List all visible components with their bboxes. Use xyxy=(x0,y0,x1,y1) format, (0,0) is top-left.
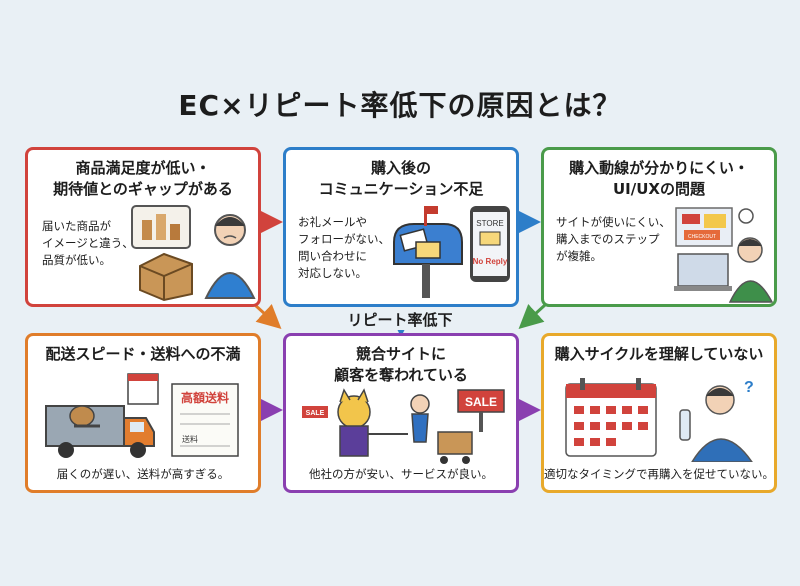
cause-card-purchase-cycle: 購入サイクルを理解していない ? 適切なタイミングで再購入を促せていない。 xyxy=(541,333,777,493)
cause-card-satisfaction: 商品満足度が低い・ 期待値とのギャップがある 届いた商品が イメージと違う、 品… xyxy=(25,147,261,307)
arrow-3-center xyxy=(518,303,547,330)
card-heading: 競合サイトに 顧客を奪われている xyxy=(334,345,468,384)
disappointed-customer-illustration xyxy=(131,205,256,302)
card-body: サイトが使いにくい、 購入までのステップ が複雑。 xyxy=(556,215,671,263)
card-heading: 配送スピード・送料への不満 xyxy=(45,345,241,363)
card-body: 届いた商品が イメージと違う、 品質が低い。 xyxy=(42,219,134,267)
phone-noreply-text: No Reply xyxy=(473,257,508,266)
mailbox-phone-illustration: STORE No Reply xyxy=(393,206,510,298)
card-footer: 他社の方が安い、サービスが良い。 xyxy=(309,467,493,481)
card-footer: 適切なタイミングで再購入を促せていない。 xyxy=(544,467,774,481)
card-footer: 届くのが遅い、送料が高すぎる。 xyxy=(56,467,230,481)
card-heading: 商品満足度が低い・ 期待値とのギャップがある xyxy=(53,159,233,198)
card-heading: 購入動線が分かりにくい・ UI/UXの問題 xyxy=(569,159,749,198)
page-title: EC×リピート率低下の原因とは？ xyxy=(178,89,622,122)
receipt-line-text: 送料 xyxy=(182,434,198,444)
slow-truck-receipt-illustration: 高額送料 送料 xyxy=(45,373,239,458)
question-mark-icon: ? xyxy=(744,379,754,396)
card-heading: 購入後の コミュニケーション不足 xyxy=(318,159,484,198)
checkout-text: CHECKOUT xyxy=(688,234,716,240)
arrow-1-center xyxy=(253,303,282,330)
calendar-confused-illustration: ? xyxy=(565,378,754,462)
sale-small-text: SALE xyxy=(306,410,325,417)
phone-store-text: STORE xyxy=(476,219,503,228)
card-body: お礼メールや フォローがない、 問い合わせに 対応しない。 xyxy=(298,215,390,280)
cause-card-shipping: 配送スピード・送料への不満 高額送料 送料 届くのが遅い、送料が高すぎる。 xyxy=(25,333,261,493)
cause-card-communication: 購入後の コミュニケーション不足 お礼メールや フォローがない、 問い合わせに … xyxy=(283,147,519,307)
center-label: リピート率低下 xyxy=(330,309,470,330)
receipt-title-text: 高額送料 xyxy=(181,390,229,405)
cause-card-uiux: 購入動線が分かりにくい・ UI/UXの問題 サイトが使いにくい、 購入までのステ… xyxy=(541,147,777,307)
confused-ui-illustration: CHECKOUT xyxy=(674,207,774,303)
card-heading: 購入サイクルを理解していない xyxy=(554,345,764,363)
sale-big-text: SALE xyxy=(465,395,497,409)
cause-card-competition: 競合サイトに 顧客を奪われている SALE SALE 他社の方が安い、サービスが… xyxy=(283,333,519,493)
competitor-cat-illustration: SALE SALE xyxy=(302,388,505,464)
